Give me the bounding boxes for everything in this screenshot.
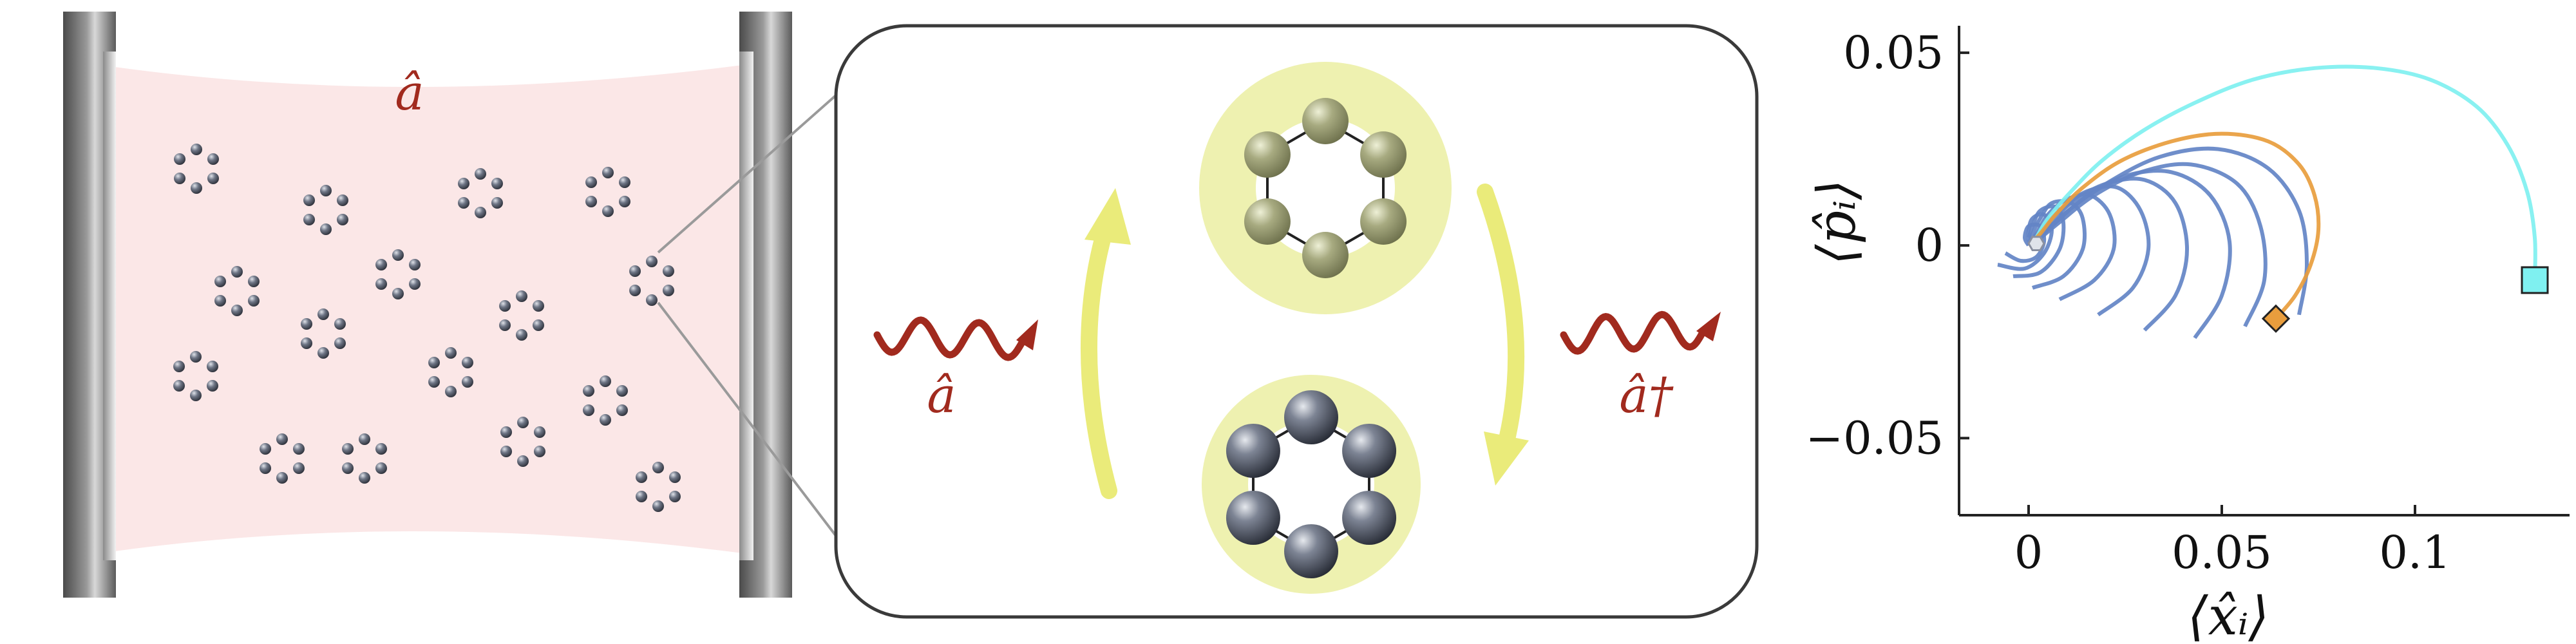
- emitted-photon: â†: [1560, 310, 1721, 424]
- trajectory-line: [2035, 162, 2268, 328]
- cavity-molecule: [174, 144, 219, 194]
- cavity-molecule: [500, 417, 545, 467]
- cavity-molecule: [173, 351, 218, 401]
- cavity-molecule: [583, 375, 628, 426]
- cavity-field-region: [97, 64, 747, 554]
- cavity-molecule: [375, 249, 421, 299]
- cavity-panel: â: [63, 12, 792, 598]
- process-box: [834, 24, 1759, 619]
- emit-operator-label: â†: [1619, 366, 1673, 424]
- y-tick-label: 0.05: [1843, 26, 1944, 79]
- phase-space-plot: 0 0.05 0.1 0.05 0 −0.05 ⟨x̂ᵢ⟩ ⟨p̂ᵢ⟩: [1805, 26, 2570, 644]
- cavity-molecule: [499, 290, 544, 341]
- start-marker-square: [2521, 266, 2549, 294]
- zoom-line-bottom: [657, 301, 837, 537]
- absorb-operator-label: â: [927, 366, 956, 424]
- atom: [1302, 232, 1349, 278]
- absorbed-photon: â: [873, 316, 1038, 424]
- x-axis-label: ⟨x̂ᵢ⟩: [2188, 586, 2269, 644]
- cavity-molecule: [301, 308, 346, 359]
- plot-ticks: 0 0.05 0.1 0.05 0 −0.05: [1805, 26, 2450, 579]
- excitation-arrow: [1080, 188, 1131, 499]
- atom: [1284, 524, 1338, 578]
- cavity-molecule: [260, 433, 305, 484]
- trajectory-line: [2031, 64, 2537, 281]
- atom: [1342, 424, 1397, 478]
- atom: [1226, 491, 1280, 545]
- cavity-molecule: [585, 167, 630, 217]
- left-mirror: [63, 12, 116, 598]
- plot-series: [1997, 64, 2549, 339]
- cavity-field-label: â: [395, 64, 424, 121]
- trajectory-line: [2031, 131, 2321, 320]
- cavity-molecule: [629, 256, 674, 306]
- excited-molecule: [1199, 62, 1452, 314]
- x-tick-label: 0.05: [2172, 526, 2272, 579]
- x-tick-label: 0: [2014, 526, 2043, 579]
- atom: [1226, 424, 1280, 478]
- atom: [1360, 198, 1407, 245]
- trajectory-line: [2027, 199, 2087, 290]
- cavity-molecule: [342, 433, 387, 484]
- atom: [1360, 131, 1407, 178]
- cavity-molecule: [303, 185, 348, 235]
- x-tick-label: 0.1: [2379, 526, 2450, 579]
- atom: [1244, 131, 1291, 178]
- atom: [1244, 198, 1291, 245]
- right-mirror: [739, 12, 792, 598]
- y-tick-label: 0: [1915, 219, 1944, 272]
- atom: [1302, 98, 1349, 144]
- ground-molecule: [1202, 375, 1421, 594]
- zoom-line-top: [657, 94, 837, 254]
- y-axis-label: ⟨p̂ᵢ⟩: [1806, 180, 1868, 265]
- trajectory-line: [2031, 176, 2189, 332]
- trajectory-line: [2027, 146, 2309, 316]
- process-panel: â â†: [834, 24, 1759, 619]
- relaxation-arrow: [1477, 184, 1529, 486]
- molecule-ensemble: [173, 144, 681, 512]
- start-marker-diamond: [2261, 304, 2291, 333]
- cavity-molecule: [214, 266, 260, 316]
- end-marker-hexagon: [2027, 236, 2045, 251]
- cavity-molecule: [458, 168, 503, 218]
- y-tick-label: −0.05: [1805, 412, 1944, 464]
- atom: [1284, 390, 1338, 444]
- cavity-molecule: [428, 347, 473, 397]
- cavity-molecule: [636, 462, 681, 512]
- atom: [1342, 491, 1397, 545]
